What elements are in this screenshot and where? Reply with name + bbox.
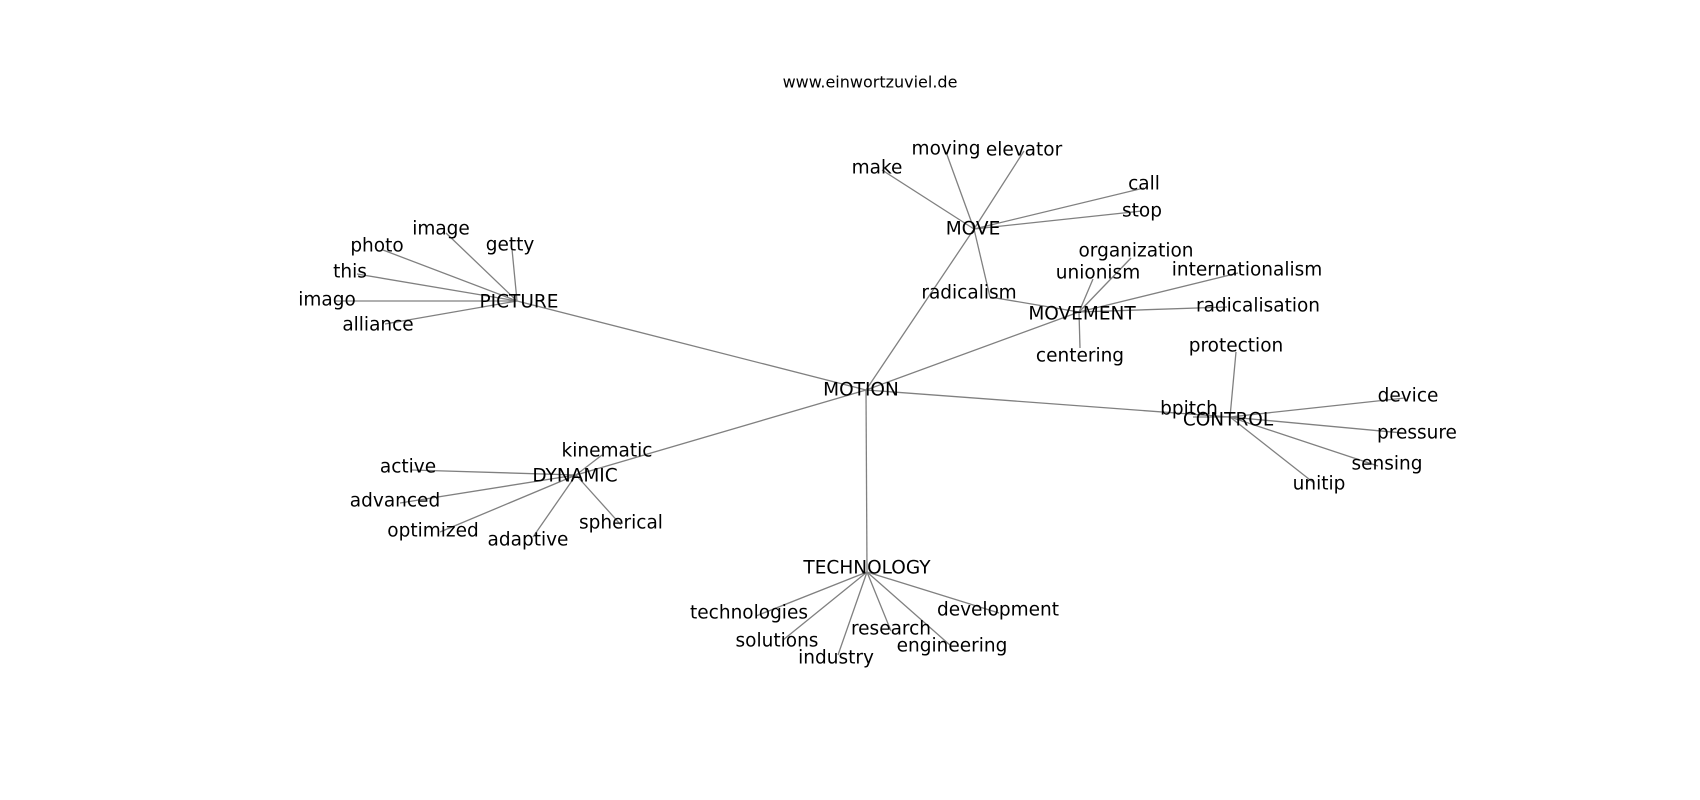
edge-technologies [755,571,868,617]
edge-make [881,169,975,230]
edge-center-picture [516,300,867,391]
edge-center-control [865,389,1231,418]
node-leaf-call: call [1128,174,1160,195]
node-leaf-adaptive: adaptive [488,530,569,551]
edge-elevator [973,150,1025,230]
edge-this [356,273,518,302]
edge-call [973,187,1145,230]
node-hub-control: CONTROL [1183,410,1274,431]
edge-development [866,571,1000,614]
edge-unionism [1078,278,1094,313]
edge-image [445,232,518,302]
edge-moving [945,151,975,230]
site-url: www.einwortzuviel.de [783,73,958,92]
node-leaf-photo: photo [350,236,403,257]
edge-alliance [384,300,518,325]
node-hub-movement: MOVEMENT [1028,304,1136,325]
node-leaf-image: image [412,219,470,240]
node-leaf-device: device [1378,386,1439,407]
node-center-motion: MOTION [823,380,899,401]
node-leaf-optimized: optimized [387,521,478,542]
node-leaf-technologies: technologies [690,603,808,624]
node-leaf-internationalism: internationalism [1172,260,1323,281]
edge-optimized [439,474,577,533]
edge-kinematic [575,454,603,476]
edge-center-technology [865,389,868,573]
node-leaf-stop: stop [1122,201,1162,222]
node-leaf-getty: getty [486,235,535,256]
edges [335,150,1406,656]
edge-centering [1078,311,1081,349]
node-leaf-active: active [380,457,436,478]
edge-center-dynamic [575,389,867,476]
node-leaf-unionism: unionism [1056,263,1140,284]
node-leaf-advanced: advanced [350,491,440,512]
node-hub-move: MOVE [946,219,1001,240]
edge-getty [511,248,518,302]
edge-organization [1078,257,1132,313]
node-leaf-spherical: spherical [579,513,663,534]
edge-engineering [866,571,952,647]
edge-device [1229,397,1406,418]
edge-solutions [782,571,868,641]
edge-stop [973,210,1143,230]
node-leaf-radicalism: radicalism [921,283,1016,304]
edge-research [866,571,892,632]
edge-internationalism [1078,272,1239,313]
edge-center-move [865,228,975,391]
edge-pressure [1229,416,1404,434]
node-leaf-sensing: sensing [1352,454,1423,475]
edge-industry [837,571,868,656]
edge-sensing [1229,416,1379,467]
node-leaf-development: development [937,600,1059,621]
node-leaf-moving: moving [912,139,981,160]
edge-photo [382,249,518,302]
edge-adaptive [532,474,577,538]
edge-unitip [1229,416,1315,484]
node-leaf-industry: industry [798,648,874,669]
edge-active [411,469,577,476]
edge-move-radicalism [973,228,991,298]
edge-spherical [575,474,622,526]
edge-radicalisation [1078,306,1228,313]
node-leaf-imago: imago [298,290,356,311]
node-leaf-pressure: pressure [1377,423,1457,444]
node-leaf-unitip: unitip [1293,474,1346,495]
node-leaf-research: research [851,619,931,640]
node-leaf-this: this [333,262,367,283]
node-leaf-engineering: engineering [897,636,1008,657]
edge-center-movement [865,311,1080,391]
node-leaf-bpitch: bpitch [1160,399,1218,420]
node-leaf-protection: protection [1189,336,1284,357]
node-hub-technology: TECHNOLOGY [802,558,931,579]
node-leaf-make: make [852,158,903,179]
edge-advanced [399,474,577,504]
node-leaf-solutions: solutions [736,631,819,652]
node-leaf-kinematic: kinematic [562,441,653,462]
node-leaf-alliance: alliance [342,315,413,336]
node-leaf-organization: organization [1078,241,1193,262]
node-leaf-radicalisation: radicalisation [1196,296,1320,317]
node-hub-dynamic: DYNAMIC [532,466,617,487]
node-hub-picture: PICTURE [480,292,559,313]
node-leaf-elevator: elevator [986,140,1063,161]
edge-protection [1229,351,1237,418]
node-leaf-centering: centering [1036,346,1124,367]
edge-radicalism [989,296,1080,313]
